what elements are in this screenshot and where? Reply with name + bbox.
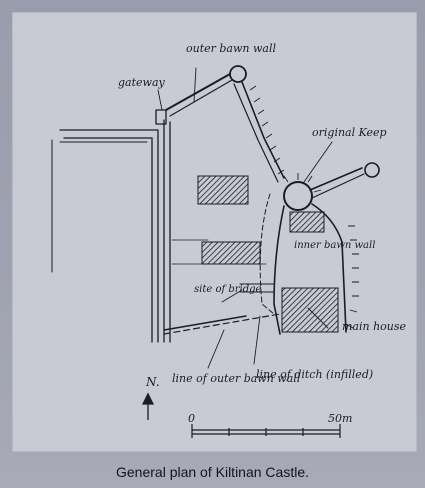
- figure-caption: General plan of Kiltinan Castle.: [116, 464, 309, 480]
- label-line-of-outer-bawn-wall: line of outer bawn wall: [172, 372, 301, 385]
- label-outer-bawn-wall-line1: outer bawn wall: [186, 42, 276, 55]
- plan-drawing: outer bawn wall gateway original Keep in…: [51, 42, 407, 438]
- castle-plan: outer bawn wall gateway original Keep in…: [12, 12, 417, 452]
- label-gateway: gateway: [118, 76, 166, 89]
- label-scale-start: 0: [188, 412, 195, 425]
- label-inner-bawn-wall: inner bawn wall: [294, 240, 375, 251]
- outer-bawn-wall-east: [241, 81, 285, 179]
- leader-line-of-outer: [207, 329, 225, 369]
- slope-hachures-east: [249, 85, 285, 175]
- leader-bridge: [221, 289, 243, 303]
- corner-tower: [229, 65, 247, 83]
- leader-gateway: [157, 89, 163, 111]
- south-outer-bawn-wall: [163, 313, 281, 335]
- label-scale-end: 50m: [328, 412, 352, 425]
- main-house-block: [281, 287, 339, 333]
- inner-bawn-wall: [273, 205, 285, 335]
- leader-line-of-ditch: [253, 315, 261, 365]
- hatched-building-mid: [201, 241, 261, 265]
- original-keep: [283, 181, 313, 211]
- label-main-house: main house: [342, 320, 407, 333]
- bridge: [239, 283, 275, 293]
- east-tower: [364, 162, 380, 178]
- slope-hachures-keep: [283, 173, 322, 193]
- gateway-pier: [155, 109, 167, 125]
- gateway-wall: [163, 119, 171, 343]
- north-arrow: [141, 392, 155, 420]
- leader-outer-bawn: [193, 67, 197, 103]
- ditch-line: [259, 193, 275, 315]
- hatched-building-north: [197, 175, 249, 205]
- outer-bawn-wall-diagonal: [165, 73, 231, 111]
- keep-ramp: [289, 211, 325, 233]
- outer-west-wall-inner: [63, 137, 153, 343]
- outer-west-wall: [59, 129, 159, 343]
- leader-keep: [303, 141, 333, 183]
- label-line-of-ditch: line of ditch (infilled): [256, 368, 373, 381]
- keep-arm: [309, 167, 363, 191]
- label-site-of-bridge: site of bridge: [194, 284, 262, 295]
- slope-hachures-inner: [345, 225, 359, 329]
- scale-bar: [191, 424, 341, 438]
- label-north: N.: [145, 375, 160, 389]
- label-original-keep: original Keep: [312, 126, 387, 139]
